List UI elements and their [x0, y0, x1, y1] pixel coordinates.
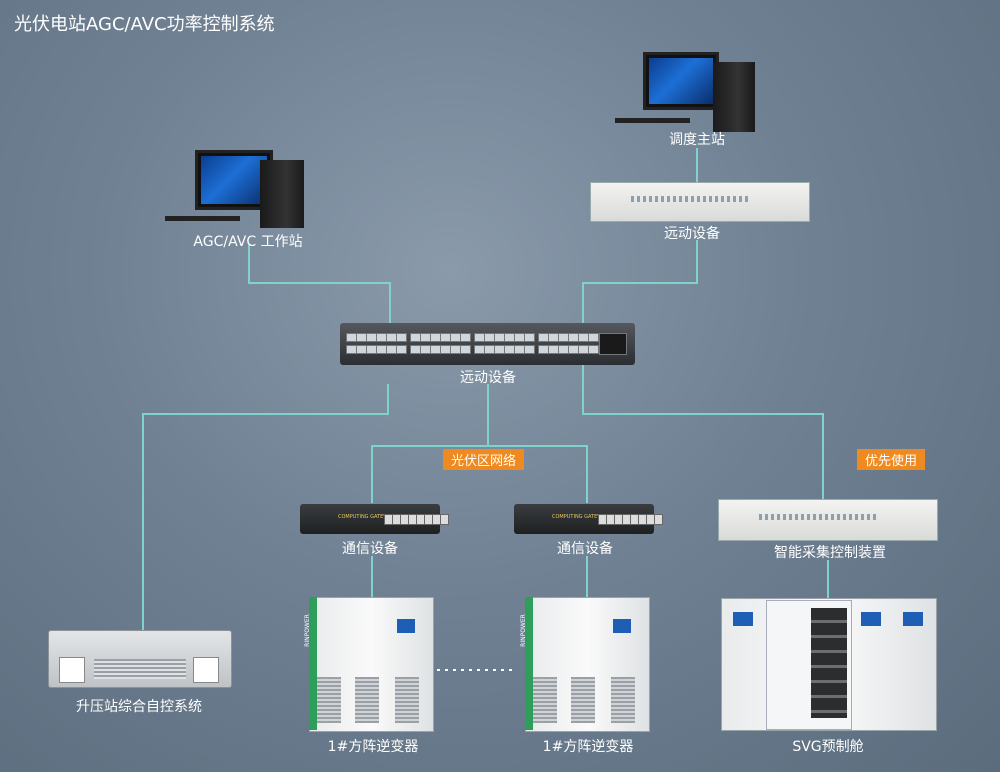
switch-port [524, 345, 535, 354]
keyboard-icon [615, 118, 690, 123]
core-switch [340, 323, 635, 365]
switch-port [396, 345, 407, 354]
agc-avc-workstation [165, 148, 310, 228]
booster-station-server [48, 630, 232, 688]
network-tag: 光伏区网络 [443, 449, 525, 470]
monitor-icon [643, 52, 719, 110]
booster-label: 升压站综合自控系统 [76, 699, 202, 715]
inverter-cabinet-1: RINPOWER [304, 597, 434, 732]
switch-port [588, 345, 599, 354]
wire-switch-smart [582, 365, 824, 500]
svg-label: SVG预制舱 [792, 739, 864, 755]
workstation-label: AGC/AVC 工作站 [193, 234, 303, 250]
telecontrol-rack-top [590, 182, 810, 222]
wire-workstation-switch [248, 245, 391, 325]
switch-port [460, 345, 471, 354]
keyboard-icon [165, 216, 240, 221]
gateway-port [654, 514, 663, 525]
comm-device-2: COMPUTING GATEWAY [514, 504, 663, 534]
smart-control-rack [718, 499, 938, 541]
wire-switch-network [371, 384, 489, 503]
dispatch-master-computer [615, 48, 760, 136]
inverter1-label: 1#方阵逆变器 [327, 739, 419, 755]
tower-icon [713, 62, 755, 132]
priority-tag: 优先使用 [857, 449, 926, 470]
switch-port [524, 333, 535, 342]
switch-port [588, 333, 599, 342]
inverter-cabinet-2: RINPOWER [520, 597, 650, 732]
comm-device-1: COMPUTING GATEWAY [300, 504, 449, 534]
telecontrol-top-label: 远动设备 [664, 226, 720, 242]
wire-telecontrol-switch [582, 240, 698, 325]
tower-icon [260, 160, 304, 228]
svg-cabinet [721, 598, 937, 731]
wire-network-comm2 [488, 445, 588, 503]
wire-switch-booster [142, 384, 389, 640]
inverter2-label: 1#方阵逆变器 [542, 739, 634, 755]
smart-control-label: 智能采集控制装置 [774, 545, 886, 561]
comm1-label: 通信设备 [342, 541, 398, 557]
switch-port [396, 333, 407, 342]
comm2-label: 通信设备 [557, 541, 613, 557]
dispatch-master-label: 调度主站 [669, 132, 725, 148]
gateway-port [440, 514, 449, 525]
switch-label: 远动设备 [460, 370, 516, 386]
switch-port [460, 333, 471, 342]
page-title: 光伏电站AGC/AVC功率控制系统 [14, 14, 275, 35]
